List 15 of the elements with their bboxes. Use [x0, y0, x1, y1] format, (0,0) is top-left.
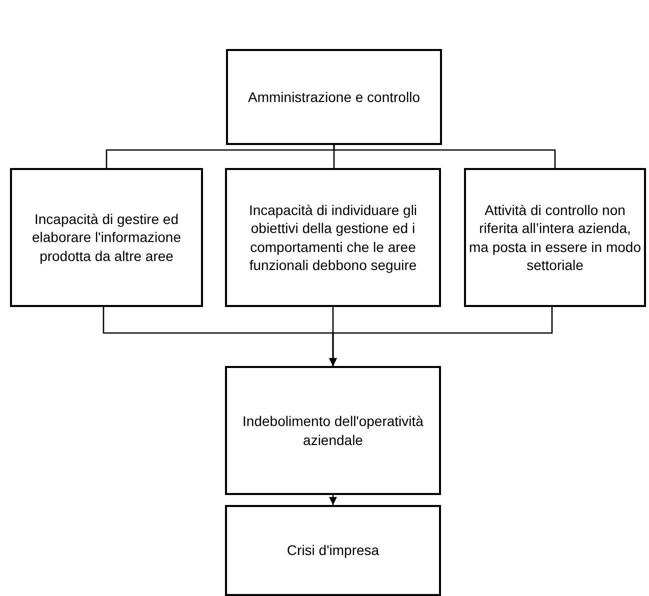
box-text: Amministrazione e controllo	[248, 88, 420, 106]
box-text: Crisi d'impresa	[286, 541, 380, 560]
arrow	[329, 495, 337, 505]
process-box	[225, 505, 441, 596]
process-box	[225, 366, 441, 495]
box-text: Attività di controllo non riferita all’intera azienda, ma posta in essere in modo settoriale	[469, 201, 641, 274]
process-box	[10, 168, 203, 307]
process-box	[226, 49, 442, 145]
box-text: Incapacità di individuare gli obiettivi della gestione ed i comportamenti che le aree funzionali debbono seguire	[248, 201, 418, 274]
arrow	[329, 307, 553, 366]
process-box	[464, 168, 646, 307]
box-text: Indebolimento dell'operatività aziendale	[242, 412, 424, 449]
connector-line	[333, 145, 556, 168]
box-text: Incapacità di gestire ed elaborare l'informazione prodotta da altre aree	[31, 210, 182, 265]
process-box	[225, 168, 441, 307]
